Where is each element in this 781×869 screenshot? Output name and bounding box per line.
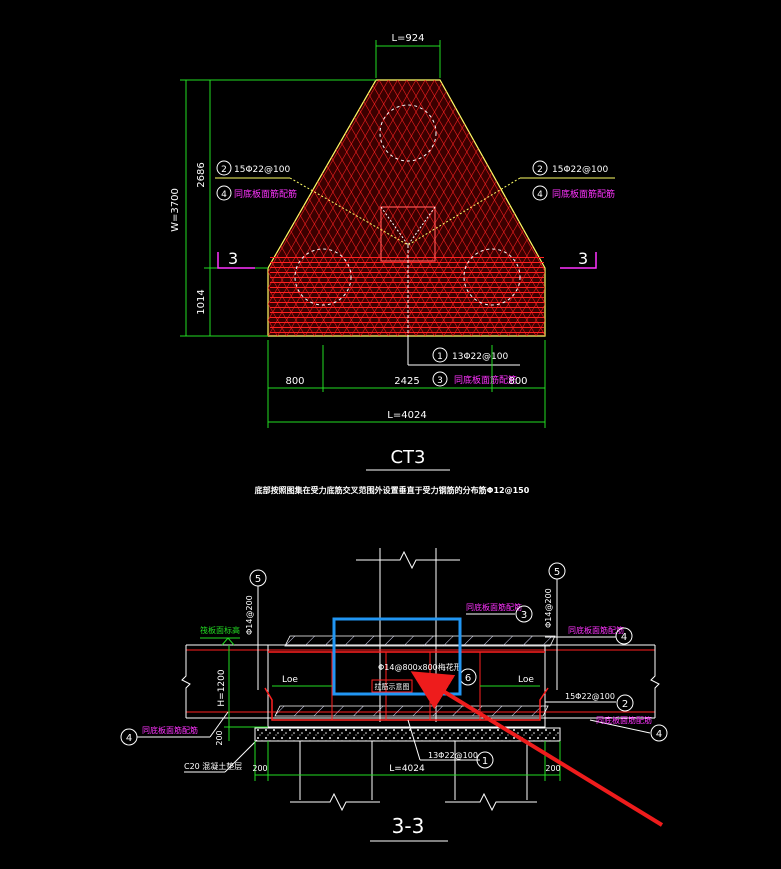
right-callout-text2: 同底板面筋配筋 bbox=[552, 188, 615, 200]
section-top-note: 同底板面筋配筋 bbox=[466, 602, 522, 612]
num2: 2 bbox=[622, 699, 628, 710]
section-dim-total: L=4024 bbox=[389, 764, 425, 774]
upper-height-label: 2686 bbox=[196, 162, 207, 187]
num4-right: 4 bbox=[621, 632, 627, 643]
num1: 1 bbox=[482, 756, 488, 767]
right-callout-circle1 bbox=[532, 160, 548, 176]
slab-break-right bbox=[650, 645, 660, 718]
bottom-callout-num1: 1 bbox=[437, 352, 443, 362]
elev-marker bbox=[221, 637, 235, 646]
concrete-label: C20 混凝土垫层 bbox=[184, 761, 242, 771]
num3-circle bbox=[515, 605, 533, 623]
section-mark-right: 3 bbox=[578, 249, 588, 268]
pile-break-right bbox=[445, 792, 537, 812]
num2-circle bbox=[616, 694, 634, 712]
right-bar-label: 15Φ22@100 bbox=[565, 692, 615, 701]
bottom-callout-circle1 bbox=[432, 347, 448, 363]
cap-bot-band bbox=[274, 705, 549, 717]
num4-right-circle bbox=[615, 627, 633, 645]
num6: 6 bbox=[465, 673, 471, 684]
bottom-bar-label: 13Φ22@100 bbox=[428, 751, 478, 760]
num1-circle bbox=[476, 751, 494, 769]
num4-right-bot: 4 bbox=[656, 729, 662, 740]
left-note: 同底板面筋配筋 bbox=[142, 725, 198, 735]
pile-left bbox=[294, 248, 352, 306]
slab-break-left bbox=[181, 645, 191, 718]
num4-left: 4 bbox=[126, 733, 132, 744]
right-callout-num1: 2 bbox=[537, 165, 543, 175]
left-callout-circle1 bbox=[216, 160, 232, 176]
left-callout-num1: 2 bbox=[221, 165, 227, 175]
right-callout-circle2 bbox=[532, 185, 548, 201]
lower-height-label: 1014 bbox=[196, 289, 207, 314]
num4-right-bot-circle bbox=[650, 724, 668, 742]
num4-left-leader2 bbox=[209, 711, 229, 738]
dim200-l: 200 bbox=[252, 764, 267, 773]
dim-mid: 2425 bbox=[394, 376, 419, 387]
loe-left: Loe bbox=[282, 675, 298, 685]
left-callout-leader bbox=[289, 177, 409, 246]
top-width-label: L=924 bbox=[391, 33, 424, 44]
pile-break-left bbox=[290, 792, 380, 812]
stirrup-right-label: Φ14@200 bbox=[544, 588, 553, 628]
dim-left: 800 bbox=[285, 376, 304, 387]
pad bbox=[254, 727, 561, 742]
loe-right: Loe bbox=[518, 675, 534, 685]
pile-top bbox=[379, 104, 437, 162]
right-bot-note: 同底板面筋配筋 bbox=[596, 715, 652, 725]
plan-note: 底部按照图集在受力底筋交叉范围外设置垂直于受力钢筋的分布筋Φ12@150 bbox=[254, 485, 530, 495]
left-callout-text1: 15Φ22@100 bbox=[234, 165, 290, 175]
dim-total: L=4024 bbox=[387, 410, 426, 421]
left-callout-num2: 4 bbox=[221, 190, 227, 200]
right-callout-leader bbox=[407, 177, 521, 246]
stirrup-left-label: Φ14@200 bbox=[245, 595, 254, 635]
center-sub: 拉筋示意图 bbox=[375, 682, 410, 691]
cap-rebar-left bbox=[264, 687, 549, 721]
bottom-callout-text2: 同底板面筋配筋 bbox=[454, 374, 517, 386]
bottom-bar-band bbox=[270, 255, 544, 335]
concrete-leader2 bbox=[224, 739, 258, 773]
dim200-r: 200 bbox=[545, 764, 560, 773]
annotation-arrow bbox=[410, 671, 664, 827]
section-mark-left-line bbox=[217, 252, 255, 269]
plan-view: L=924 W=3700 2686 1014 3 3 2 15Φ22@100 4… bbox=[170, 33, 615, 495]
num4rb-leader bbox=[589, 719, 651, 734]
section-mark-left: 3 bbox=[228, 249, 238, 268]
num5-right: 5 bbox=[554, 567, 560, 578]
top-elev-label: 筏板面标高 bbox=[200, 625, 240, 635]
right-callout-num2: 4 bbox=[537, 190, 543, 200]
dim-right: 800 bbox=[508, 376, 527, 387]
bottom-callout-num2: 3 bbox=[437, 376, 443, 386]
section-title: 3-3 bbox=[392, 814, 425, 838]
highlight-box bbox=[332, 617, 462, 696]
right-top-note: 同底板面筋配筋 bbox=[568, 625, 624, 635]
center-text: Φ14@800x800梅花形 bbox=[378, 662, 462, 672]
dim200: 200 bbox=[215, 730, 224, 745]
num3: 3 bbox=[521, 610, 527, 621]
pile-right bbox=[463, 248, 521, 306]
num5-left: 5 bbox=[255, 574, 261, 585]
cap-top-band bbox=[284, 635, 556, 647]
bottom-callout-text1: 13Φ22@100 bbox=[452, 352, 508, 362]
section-mark-right-line bbox=[560, 252, 597, 269]
right-callout-text1: 15Φ22@100 bbox=[552, 165, 608, 175]
total-height-label: W=3700 bbox=[170, 188, 181, 232]
bottom-bar-leader bbox=[407, 719, 421, 761]
left-callout-circle2 bbox=[216, 185, 232, 201]
column-break-mark bbox=[356, 550, 460, 570]
left-callout-text2: 同底板面筋配筋 bbox=[234, 188, 297, 200]
bottom-callout-circle2 bbox=[432, 371, 448, 387]
section-view: 5 Φ14@200 5 Φ14@200 同底板面筋配筋 3 同底板面筋配筋 4 … bbox=[120, 548, 668, 842]
height-label: H=1200 bbox=[217, 669, 227, 706]
plan-title: CT3 bbox=[390, 447, 425, 468]
